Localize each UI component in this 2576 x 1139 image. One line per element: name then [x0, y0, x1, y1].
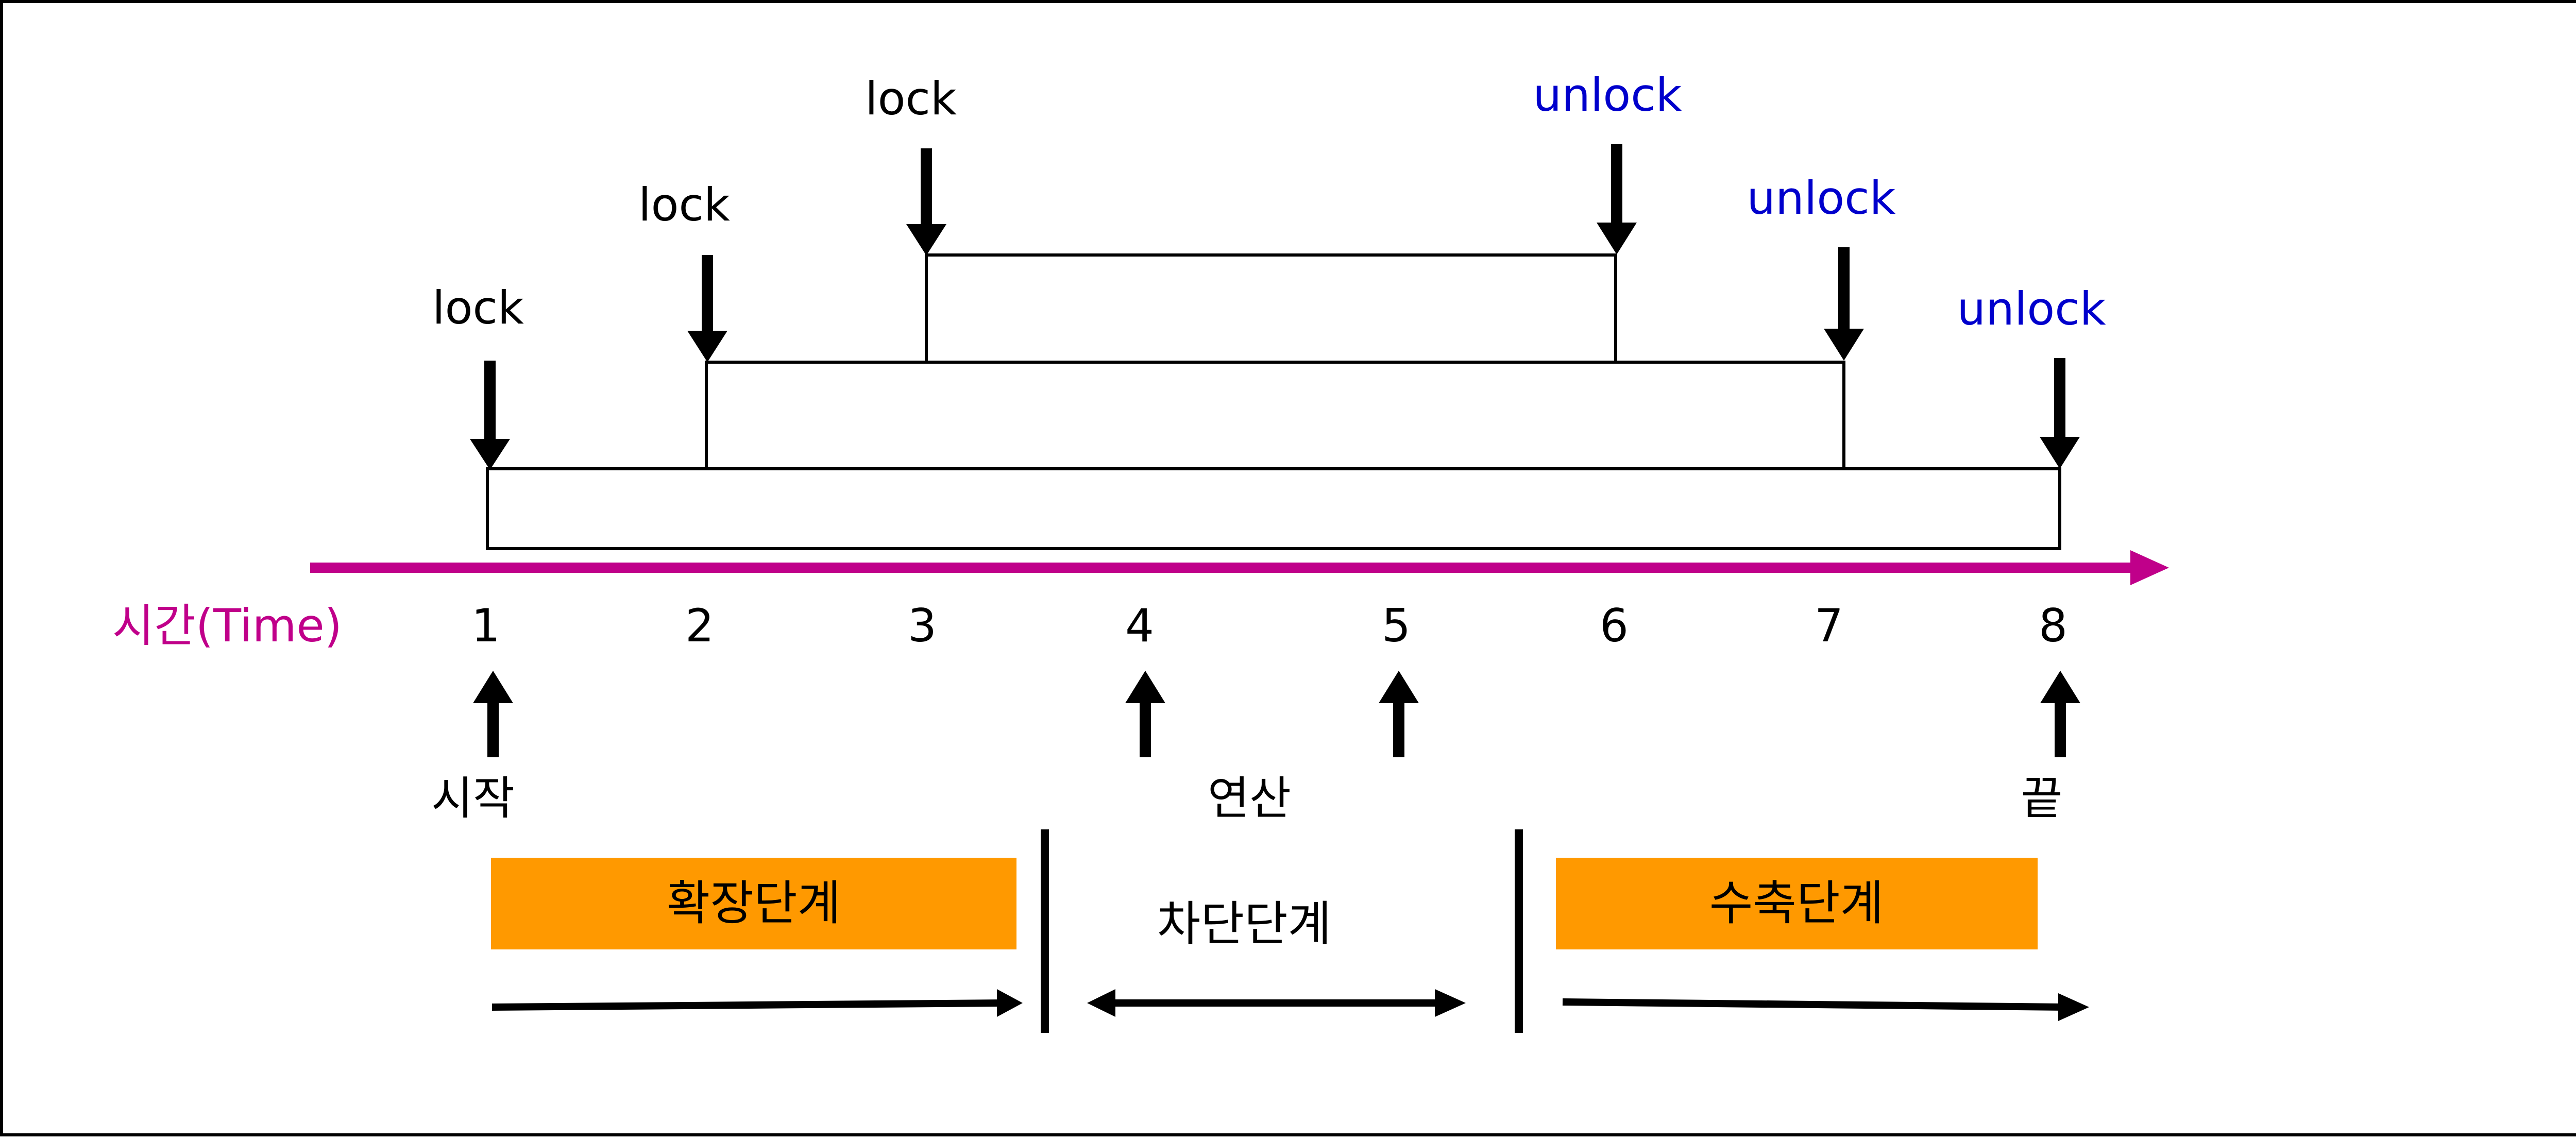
- time-axis-label: 시간(Time): [112, 599, 342, 652]
- start-up-arrow: [473, 671, 513, 757]
- unlock-label-1: unlock: [1957, 282, 2106, 335]
- lock-box-3: [925, 253, 1617, 364]
- lock-label-3: lock: [865, 72, 957, 125]
- shrinking-phase-arrow: [1562, 993, 2089, 1021]
- growing-phase-label: 확장단계: [667, 876, 841, 931]
- tick-label-1: 1: [471, 599, 500, 652]
- growing-phase-arrow: [492, 989, 1023, 1017]
- blocking-phase-arrow: [1087, 989, 1466, 1017]
- tick-label-2: 2: [685, 599, 714, 652]
- lock-arrow-2: [687, 255, 727, 362]
- unlock-label-3: unlock: [1533, 69, 1682, 122]
- tick-label-3: 3: [908, 599, 937, 652]
- lock-arrow-1: [470, 361, 510, 470]
- lock-box-2: [705, 361, 1845, 470]
- unlock-label-2: unlock: [1747, 172, 1895, 225]
- event-start-label: 시작: [431, 772, 515, 825]
- event-operation-label: 연산: [1208, 772, 1291, 825]
- unlock-arrow-2: [1824, 247, 1864, 361]
- unlock-arrow-3: [1597, 144, 1637, 254]
- lock-box-1: [486, 467, 2061, 550]
- separator-right: [1515, 829, 1523, 1033]
- lock-label-2: lock: [638, 178, 730, 231]
- tick-label-7: 7: [1815, 599, 1843, 652]
- separator-left: [1041, 829, 1049, 1033]
- lock-label-1: lock: [432, 281, 524, 334]
- event-end-label: 끝: [2021, 772, 2063, 825]
- lock-arrow-3: [906, 148, 946, 256]
- tick-label-6: 6: [1600, 599, 1629, 652]
- shrinking-phase-box: [1556, 858, 2038, 949]
- shrinking-phase-label: 수축단계: [1709, 876, 1884, 931]
- tick-label-5: 5: [1382, 599, 1411, 652]
- growing-phase-box: [491, 858, 1016, 949]
- tick-label-8: 8: [2039, 599, 2067, 652]
- blocking-phase-label: 차단단계: [1157, 896, 1332, 951]
- operation-up-arrow-2: [1379, 671, 1419, 757]
- operation-up-arrow-1: [1125, 671, 1165, 757]
- time-axis-arrow: [310, 550, 2169, 585]
- unlock-arrow-1: [2040, 358, 2080, 469]
- tick-label-4: 4: [1125, 599, 1154, 652]
- end-up-arrow: [2040, 671, 2080, 757]
